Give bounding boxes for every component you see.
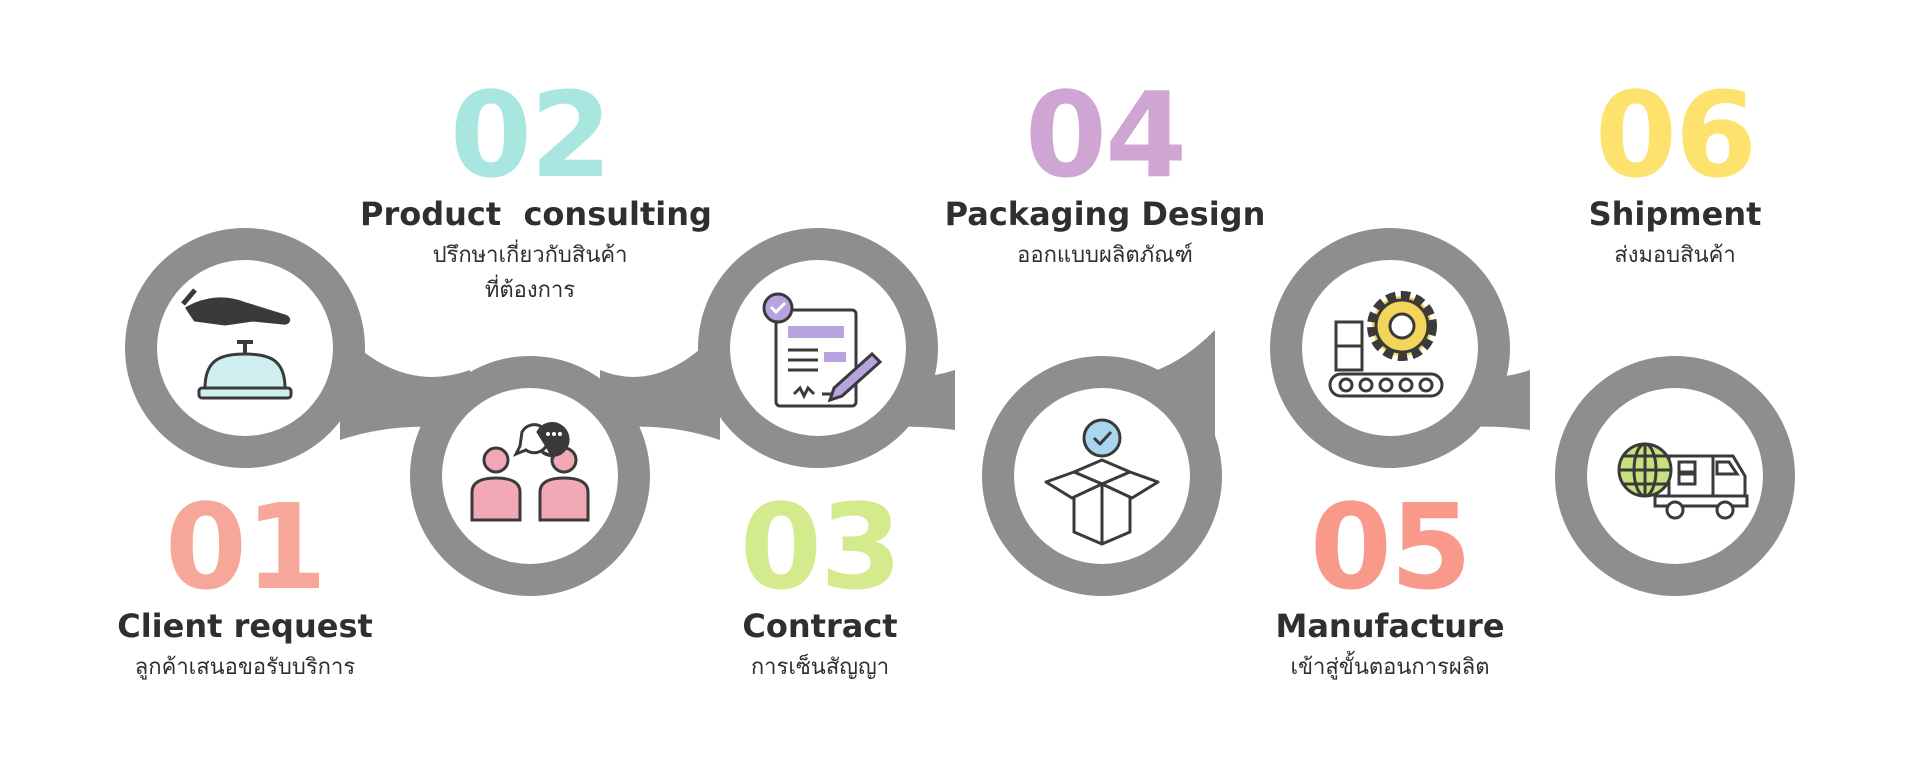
package-box-icon — [1044, 418, 1160, 546]
step-subtitle: ส่งมอบสินค้า — [1614, 243, 1736, 268]
step-06: 06 Shipment ส่งมอบสินค้า — [1535, 76, 1815, 276]
factory-gear-icon — [1328, 291, 1444, 398]
contract-signing-icon — [762, 292, 883, 408]
step-number: 04 — [1024, 66, 1187, 204]
step-title: Product consulting — [360, 195, 712, 233]
step-05: 05 Manufacture เข้าสู่ขั้นตอนการผลิต — [1250, 488, 1530, 688]
step-number: 02 — [449, 66, 612, 204]
step-subtitle: การเซ็นสัญญา — [750, 655, 890, 680]
step-number: 03 — [739, 478, 902, 616]
step-04: 04 Packaging Design ออกแบบผลิตภัณฑ์ — [935, 76, 1275, 276]
step-title: Manufacture — [1275, 607, 1505, 645]
step-subtitle: ปรึกษาเกี่ยวกับสินค้า — [432, 243, 628, 268]
step-title: Contract — [742, 607, 898, 645]
step-03: 03 Contract การเซ็นสัญญา — [680, 488, 960, 688]
step-title: Packaging Design — [944, 195, 1266, 233]
step-subtitle-line2: ที่ต้องการ — [484, 278, 576, 303]
step-title: Shipment — [1588, 195, 1762, 233]
step-title: Client request — [117, 607, 373, 645]
step-number: 06 — [1594, 66, 1757, 204]
step-number: 01 — [164, 478, 327, 616]
center-2 — [442, 388, 618, 564]
delivery-truck-icon — [1617, 442, 1749, 520]
step-02: 02 Product consulting ปรึกษาเกี่ยวกับสิน… — [360, 66, 712, 306]
step-01: 01 Client request ลูกค้าเสนอขอรับบริการ — [105, 488, 385, 688]
step-subtitle: เข้าสู่ขั้นตอนการผลิต — [1290, 655, 1490, 680]
step-subtitle: ออกแบบผลิตภัณฑ์ — [1017, 243, 1193, 268]
service-bell-icon — [181, 288, 293, 400]
consultation-people-icon — [470, 422, 590, 522]
step-subtitle: ลูกค้าเสนอขอรับบริการ — [134, 655, 356, 680]
step-number: 05 — [1309, 478, 1472, 616]
